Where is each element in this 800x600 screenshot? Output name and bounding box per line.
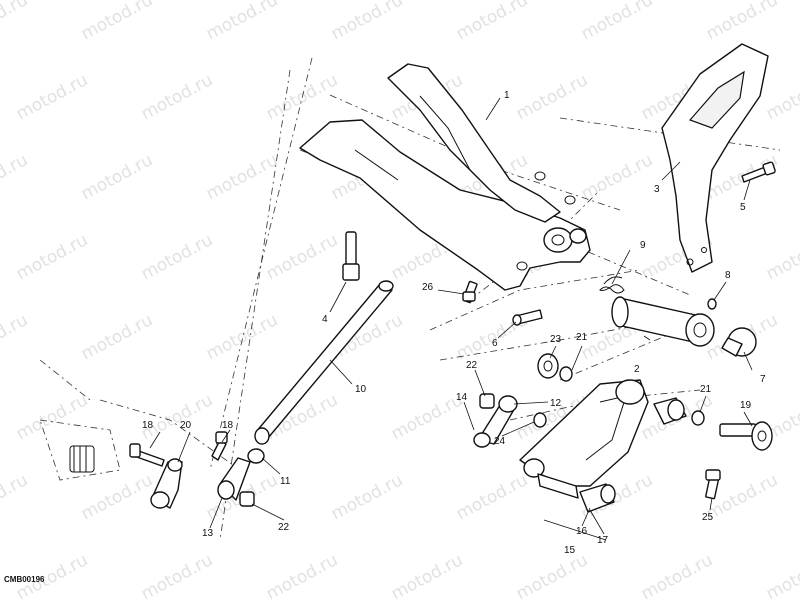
bolt-part-25 bbox=[705, 469, 721, 500]
callout-16: 16 bbox=[576, 526, 588, 537]
callout-3: 3 bbox=[654, 184, 660, 195]
bolt-part-26 bbox=[462, 280, 478, 304]
callout-10: 10 bbox=[355, 384, 367, 395]
callout-7: 7 bbox=[760, 374, 766, 385]
rubber-peg-part-17 bbox=[579, 483, 616, 513]
callout-leaders bbox=[149, 97, 753, 535]
pivot-bolt-part-19 bbox=[719, 421, 773, 451]
watermark-text: motod.ru bbox=[513, 550, 591, 600]
watermark-text: motod.ru bbox=[0, 470, 31, 524]
splined-shaft-context bbox=[39, 419, 121, 481]
callout-23: 23 bbox=[550, 334, 562, 345]
watermark-text: motod.ru bbox=[638, 550, 716, 600]
callout-17: 17 bbox=[597, 535, 609, 546]
watermark-text: motod.ru bbox=[78, 470, 156, 524]
callout-26: 26 bbox=[422, 282, 434, 293]
callout-11: 11 bbox=[280, 476, 291, 487]
watermark-text: motod.ru bbox=[13, 230, 91, 284]
watermark-text: motod.ru bbox=[78, 150, 156, 204]
watermark-text: motod.ru bbox=[78, 310, 156, 364]
washer-part-23 bbox=[537, 353, 559, 379]
callout-4: 4 bbox=[322, 314, 328, 325]
watermark-text: motod.ru bbox=[203, 150, 281, 204]
callout-labels: 1 2 3 4 5 6 7 8 9 10 11 12 13 14 15 16 1… bbox=[142, 90, 766, 556]
bolt-part-5 bbox=[741, 161, 776, 183]
watermark-text: motod.ru bbox=[388, 390, 466, 444]
watermark-text: motod.ru bbox=[453, 470, 531, 524]
callout-9: 9 bbox=[640, 240, 646, 251]
watermark-text: motod.ru bbox=[13, 70, 91, 124]
callout-14: 14 bbox=[456, 392, 468, 403]
callout-25: 25 bbox=[702, 512, 714, 523]
lever-part-20 bbox=[150, 458, 183, 509]
callout-19: 19 bbox=[740, 400, 752, 411]
watermark-text: motod.ru bbox=[203, 0, 281, 44]
watermark-text: motod.ru bbox=[0, 150, 31, 204]
watermark-text: motod.ru bbox=[263, 230, 341, 284]
pivot-body-part-2 bbox=[611, 296, 715, 347]
watermark-text: motod.ru bbox=[13, 390, 91, 444]
nut-part-22-lower bbox=[239, 491, 255, 507]
callout-13: 13 bbox=[202, 528, 214, 539]
watermark-text: motod.ru bbox=[203, 310, 281, 364]
callout-5: 5 bbox=[740, 202, 746, 213]
circlip-part-21-a bbox=[559, 366, 573, 382]
bushing-part bbox=[653, 397, 687, 425]
callout-2: 2 bbox=[634, 364, 640, 375]
watermark-text: motod.ru bbox=[513, 70, 591, 124]
callout-21-upper: 21 bbox=[576, 332, 588, 343]
callout-12: 12 bbox=[550, 398, 562, 409]
callout-18-left: 18 bbox=[142, 420, 154, 431]
nut-part-11 bbox=[247, 448, 265, 464]
ball-joint-part-12 bbox=[473, 395, 518, 448]
bolt-part-4 bbox=[342, 231, 360, 281]
watermark-text: motod.ru bbox=[703, 0, 781, 44]
watermark-text: motod.ru bbox=[138, 550, 216, 600]
callout-21-lower: 21 bbox=[700, 384, 712, 395]
watermark-text: motod.ru bbox=[138, 230, 216, 284]
callout-15: 15 bbox=[564, 545, 576, 556]
spacer-part-24 bbox=[533, 412, 547, 428]
cap-part-7 bbox=[721, 327, 757, 357]
watermark-text: motod.ru bbox=[763, 70, 800, 124]
callout-22-upper: 22 bbox=[466, 360, 478, 371]
shift-pedal-part bbox=[519, 379, 649, 499]
callout-20: 20 bbox=[180, 420, 192, 431]
watermark-text: motod.ru bbox=[578, 0, 656, 44]
watermark-text: motod.ru bbox=[138, 70, 216, 124]
end-link-part-13 bbox=[217, 457, 251, 501]
bolt-part-18-left bbox=[129, 443, 165, 467]
watermark-text: motod.ru bbox=[388, 550, 466, 600]
callout-18-right: 18 bbox=[222, 420, 234, 431]
group-bracket-line-15 bbox=[543, 519, 607, 541]
circlip-part-21-b bbox=[691, 410, 705, 426]
clip-part-8 bbox=[707, 298, 717, 310]
main-bracket-part bbox=[299, 63, 591, 291]
callout-1: 1 bbox=[504, 90, 510, 101]
watermark-text: motod.ru bbox=[763, 550, 800, 600]
shift-rod-part bbox=[254, 280, 394, 445]
watermark-text: motod.ru bbox=[453, 0, 531, 44]
watermark-text: motod.ru bbox=[578, 150, 656, 204]
watermark-text: motod.ru bbox=[138, 390, 216, 444]
watermark-text: motod.ru bbox=[78, 0, 156, 44]
callout-24: 24 bbox=[494, 436, 506, 447]
watermark-text: motod.ru bbox=[328, 0, 406, 44]
watermark-text: motod.ru bbox=[263, 550, 341, 600]
nut-part-22-upper bbox=[479, 393, 495, 409]
callout-22-lower: 22 bbox=[278, 522, 290, 533]
callout-8: 8 bbox=[725, 270, 731, 281]
watermark-text: motod.ru bbox=[0, 0, 31, 44]
watermark-text: motod.ru bbox=[763, 230, 800, 284]
bolt-part-18-right bbox=[211, 431, 228, 461]
watermark-text: motod.ru bbox=[328, 470, 406, 524]
drawing-code: CMB00196 bbox=[4, 575, 45, 584]
heel-plate-part bbox=[661, 43, 769, 273]
callout-6: 6 bbox=[492, 338, 498, 349]
watermark-text: motod.ru bbox=[0, 310, 31, 364]
spring-part-9 bbox=[599, 276, 625, 294]
